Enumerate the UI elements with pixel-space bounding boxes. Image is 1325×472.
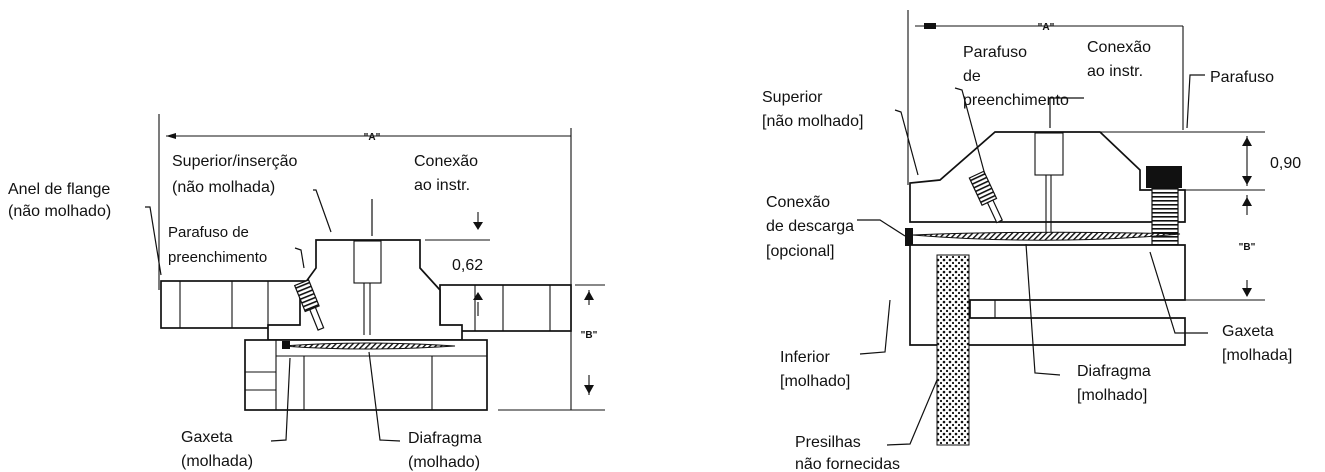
left-gaxeta-label-1: Gaxeta [181, 429, 233, 446]
lower-housing [244, 339, 488, 411]
right-diagram: "A" [762, 10, 1301, 472]
left-diafragma-label-2: (molhado) [408, 454, 480, 471]
right-diaphragm [911, 231, 1181, 241]
right-parafuso-preench-label-3: preenchimento [963, 92, 1069, 109]
right-superior-label-1: Superior [762, 89, 823, 106]
left-dim-b: "B" [498, 284, 605, 411]
left-diagram: "A" [8, 114, 605, 471]
anel-de-flange-label-1: Anel de flange [8, 181, 110, 198]
instrument-port [353, 240, 382, 284]
right-dim-b: "B" [1185, 195, 1265, 301]
left-fill-screw [293, 279, 325, 331]
stud-bolt [936, 254, 970, 446]
left-parafuso-label-1: Parafuso de [168, 224, 249, 241]
right-upper-housing [909, 131, 1186, 223]
conexao-descarga-label-3: [opcional] [766, 243, 835, 260]
left-conexao-label-1: Conexão [414, 153, 478, 170]
left-gaxeta-label-2: (molhada) [181, 453, 253, 470]
right-dim-a: "A" [907, 10, 1184, 185]
conexao-descarga-label-2: de descarga [766, 218, 854, 235]
right-lower-housing [909, 244, 1230, 346]
inferior-label-2: [molhado] [780, 373, 850, 390]
right-dim-b-label: "B" [1239, 242, 1256, 253]
right-parafuso-label: Parafuso [1210, 69, 1274, 86]
right-dim-a-label: "A" [1038, 22, 1055, 33]
right-fill-screw [968, 170, 1004, 224]
superior-insercao-label-1: Superior/inserção [172, 153, 298, 170]
inferior-label-1: Inferior [780, 349, 830, 366]
left-conexao-label-2: ao instr. [414, 177, 470, 194]
superior-insercao-label-2: (não molhada) [172, 179, 275, 196]
left-dim-b-label: "B" [581, 330, 598, 341]
right-parafuso-preench-label-1: Parafuso [963, 44, 1027, 61]
anel-de-flange-label-2: (não molhado) [8, 203, 111, 220]
right-gaxeta-label-1: Gaxeta [1222, 323, 1274, 340]
right-bolt-head [1146, 166, 1182, 188]
conexao-descarga-label-1: Conexão [766, 194, 830, 211]
left-diafragma-label-1: Diafragma [408, 430, 482, 447]
right-parafuso-preench-label-2: de [963, 68, 981, 85]
right-dim-value: 0,90 [1270, 155, 1301, 172]
left-gasket [282, 341, 290, 349]
left-diaphragm [281, 342, 456, 350]
right-instrument-port [1034, 132, 1064, 176]
left-dim-value: 0,62 [452, 257, 483, 274]
right-conexao-label-2: ao instr. [1087, 63, 1143, 80]
drain-connection [905, 228, 913, 246]
right-diafragma-label-1: Diafragma [1077, 363, 1151, 380]
presilhas-label-2: não fornecidas [795, 456, 900, 472]
flange-ring [160, 280, 572, 332]
right-conexao-label-1: Conexão [1087, 39, 1151, 56]
right-gaxeta-label-2: [molhada] [1222, 347, 1292, 364]
right-dim-090: 0,90 [1100, 131, 1301, 191]
right-superior-label-2: [não molhado] [762, 113, 863, 130]
right-diafragma-label-2: [molhado] [1077, 387, 1147, 404]
left-parafuso-label-2: preenchimento [168, 249, 267, 266]
left-dim-062: 0,62 [425, 212, 490, 316]
presilhas-label-1: Presilhas [795, 434, 861, 451]
left-dim-a-label: "A" [364, 132, 381, 143]
